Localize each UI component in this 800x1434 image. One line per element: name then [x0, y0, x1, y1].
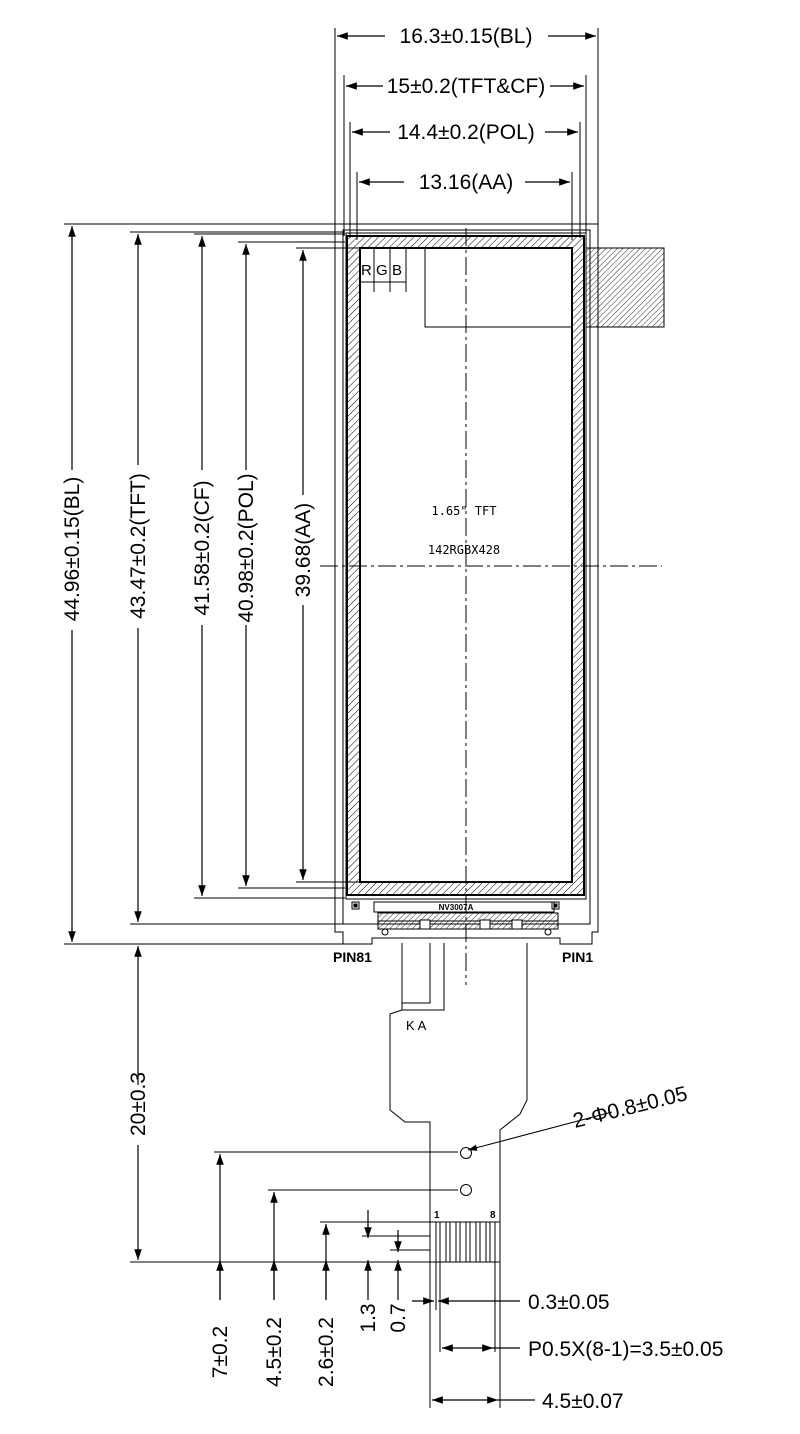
dim-07-label: 0.7: [387, 1303, 410, 1332]
connector-bottom-dimension-lines: [412, 1297, 535, 1404]
fpc-backlight-leads: [402, 943, 445, 1011]
dim-26-label: 2.6±0.2: [315, 1317, 338, 1387]
width-pol-label: 14.4±0.2(POL): [397, 121, 535, 144]
side-protective-tape: [585, 247, 665, 328]
fpc-extension-lines: [214, 1151, 458, 1251]
driver-ic-chip: [373, 901, 555, 913]
connector-pin-first: 1: [434, 1210, 440, 1221]
height-dimension-lines: [68, 226, 307, 942]
width-dimension-lines: [337, 32, 596, 186]
connector-pin-last: 8: [490, 1210, 496, 1221]
height-extension-lines: [64, 223, 360, 945]
dim-7-label: 7±0.2: [209, 1326, 232, 1378]
hole-dimension-label: 2-Φ0.8±0.05: [571, 1082, 690, 1133]
pin-left-label: PIN81: [333, 949, 372, 965]
subpixel-g: G: [376, 262, 388, 279]
subpixel-r: R: [361, 262, 372, 279]
height-aa-label: 39.68(AA): [292, 503, 315, 598]
driver-ic-area: [351, 901, 560, 936]
dim-13-label: 1.3: [357, 1303, 380, 1332]
backlight-outline: [334, 223, 599, 945]
width-aa-label: 13.16(AA): [419, 171, 514, 194]
subpixel-b: B: [392, 262, 402, 279]
connector-bottom-extension-lines: [429, 1262, 501, 1408]
width-extension-lines: [334, 28, 599, 240]
hole-leader: [467, 1111, 613, 1151]
fpc-hole-2: [460, 1184, 472, 1196]
rgb-subpixel-marker: [360, 248, 407, 292]
dim-45-label: 4.5±0.2: [263, 1317, 286, 1387]
driver-ic-label: NV3007A: [439, 903, 474, 912]
corner-reference-box: [424, 247, 573, 328]
pin-right-label: PIN1: [562, 949, 593, 965]
center-lines: [320, 228, 662, 985]
pin-width-label: 0.3±0.05: [528, 1291, 610, 1314]
fpc-outline: [389, 943, 528, 1262]
panel-size-label: 1.65" TFT: [431, 504, 496, 518]
connector-width-label: 4.5±0.07: [542, 1390, 624, 1413]
height-tft-label: 43.47±0.2(TFT): [127, 473, 150, 619]
pitch-label: P0.5X(8-1)=3.5±0.05: [528, 1338, 723, 1361]
height-bl-label: 44.96±0.15(BL): [61, 477, 84, 622]
fpc-connector: [429, 1221, 501, 1263]
height-cf-label: 41.58±0.2(CF): [191, 480, 214, 615]
fpc-length-dimension: [130, 946, 430, 1263]
fpc-ka-label: K A: [406, 1018, 427, 1033]
fpc-length-label: 20±0.3: [127, 1072, 150, 1136]
width-tft-cf-label: 15±0.2(TFT&CF): [387, 75, 546, 98]
width-bl-label: 16.3±0.15(BL): [400, 25, 533, 48]
panel-resolution-label: 142RGBX428: [428, 543, 500, 557]
fpc-connector-fingers: [435, 1222, 496, 1262]
height-pol-label: 40.98±0.2(POL): [235, 473, 258, 622]
